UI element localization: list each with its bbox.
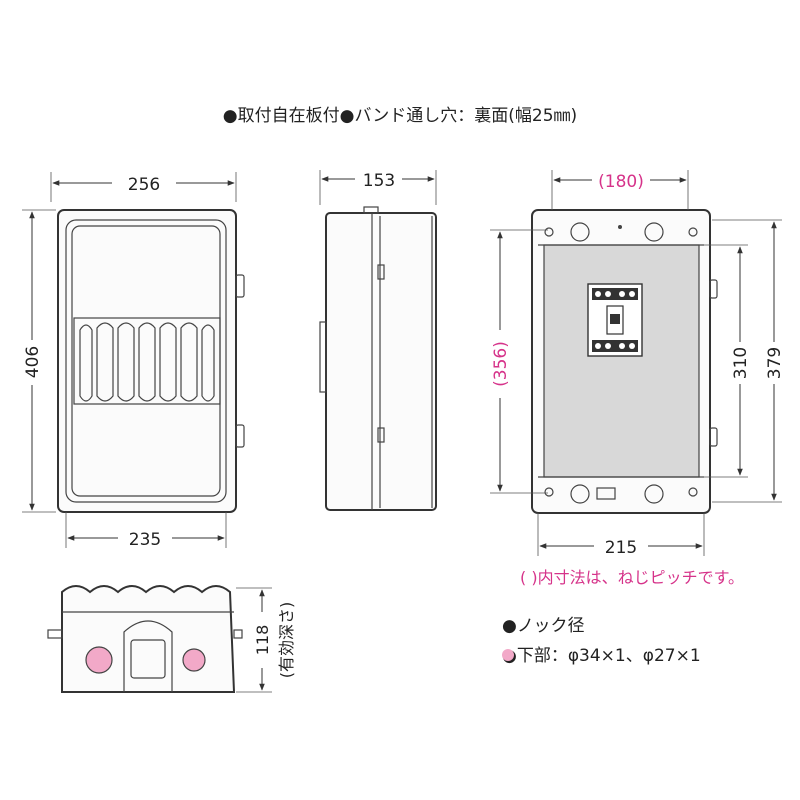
knock-bullet-pink (502, 649, 514, 661)
front-view (57, 209, 245, 513)
knock-title: ●ノック径 (502, 616, 585, 636)
knockout-34 (85, 646, 113, 674)
dim-rear-height: 379 (765, 347, 785, 379)
dim-front-bottom-width: 235 (129, 530, 161, 550)
dim-bottom-depth-note: (有効深さ) (277, 602, 296, 679)
knockout-27 (182, 648, 206, 672)
features-heading: ●取付自在板付●バンド通し穴：裏面(幅25㎜) (223, 105, 577, 126)
dim-rear-bottom-width: 215 (605, 538, 637, 558)
dim-rear-pitch-height: (356) (491, 341, 511, 387)
dim-rear-pitch-width: (180) (598, 172, 644, 192)
dim-rear-inner-height: 310 (731, 347, 751, 379)
knock-bottom: ●下部：φ34×1、φ27×1 (502, 646, 701, 666)
bottom-view (47, 585, 243, 693)
side-view (319, 206, 437, 511)
dim-front-width: 256 (128, 175, 160, 195)
pitch-note: ( )内寸法は、ねじピッチです。 (520, 568, 744, 587)
rear-view (531, 209, 718, 514)
dim-side-depth: 153 (363, 171, 395, 191)
dim-front-height: 406 (23, 346, 43, 378)
dim-bottom-depth: 118 (253, 625, 272, 656)
